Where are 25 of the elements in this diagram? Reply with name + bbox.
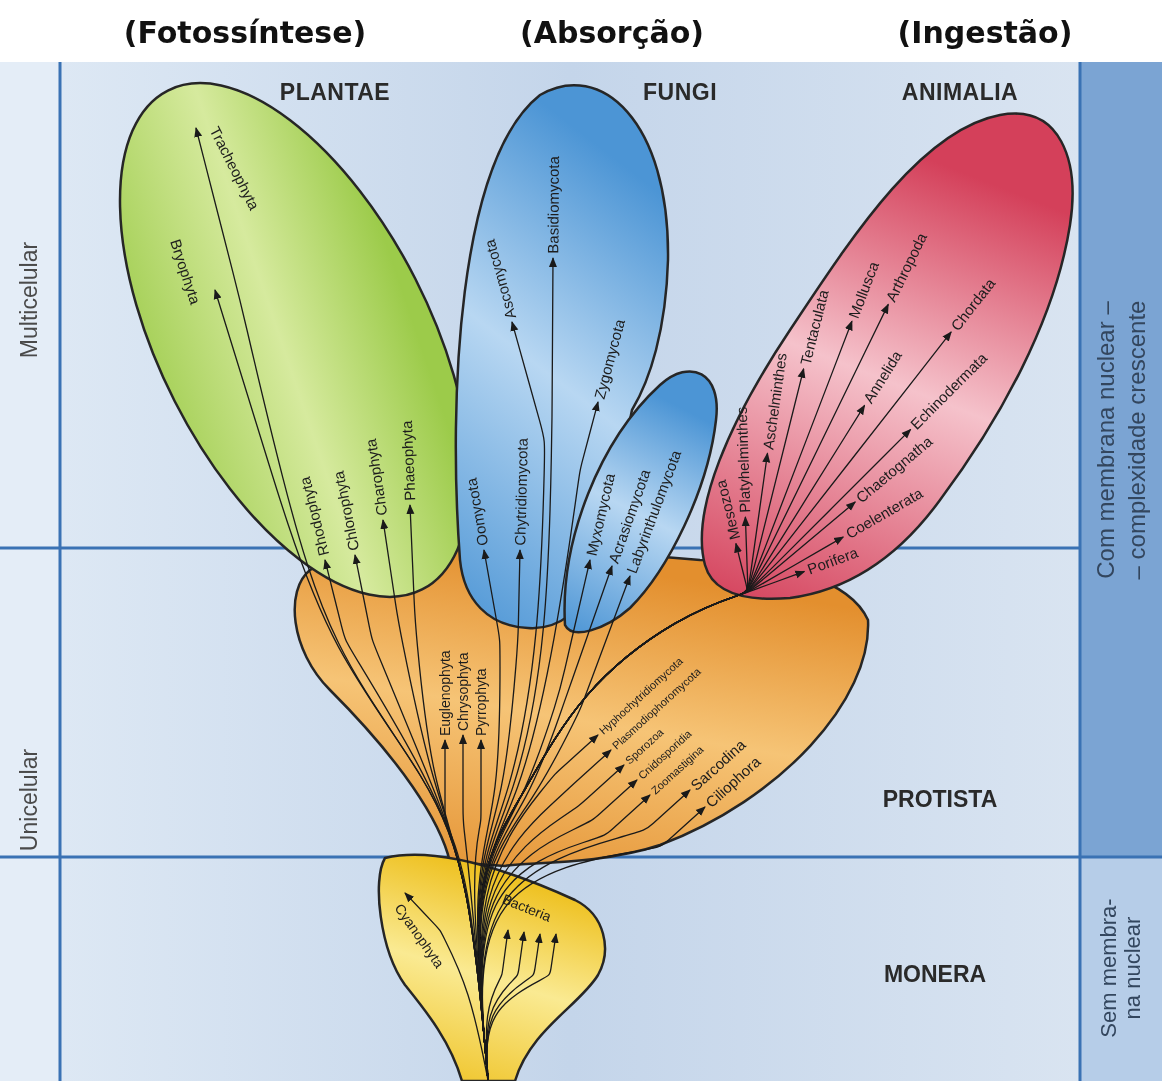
side-label: Com membrana nuclear – <box>1092 301 1120 579</box>
column-heading: (Absorção) <box>520 15 704 49</box>
phylum-name: Oomycota <box>462 477 492 548</box>
arrow <box>486 933 559 1081</box>
kingdom-name: MONERA <box>883 962 987 988</box>
column-heading: (Ingestão) <box>897 15 1073 49</box>
phylum-name: Chrysophyta <box>454 652 472 731</box>
phylum-name: Pyrrophyta <box>472 668 490 736</box>
kingdom-name: ANIMALIA <box>901 78 1019 106</box>
phylum-name: Aschelminthes <box>759 351 791 451</box>
row-label: Unicelular <box>17 748 43 852</box>
phylum-name: Charophyta <box>362 438 391 518</box>
kingdom-name: PROTISTA <box>882 787 998 813</box>
side-label: – complexidade crescente <box>1123 300 1151 580</box>
phylum-name: Phaeophyta <box>397 420 419 502</box>
row-label: Multicelular <box>17 241 43 359</box>
phylum-name: Euglenophyta <box>436 650 454 736</box>
side-label: Sem membra- na nuclear <box>1096 897 1146 1040</box>
column-heading: (Fotossíntese) <box>123 15 367 49</box>
phylum-name: Basidiomycota <box>544 156 563 255</box>
phylum-name: Chytridiomycota <box>511 438 532 547</box>
phylum-name: Chlorophyta <box>329 470 363 553</box>
kingdom-name: PLANTAE <box>279 78 391 106</box>
kingdom-name: FUNGI <box>642 78 718 106</box>
phylum-name: Porifera <box>805 544 861 579</box>
